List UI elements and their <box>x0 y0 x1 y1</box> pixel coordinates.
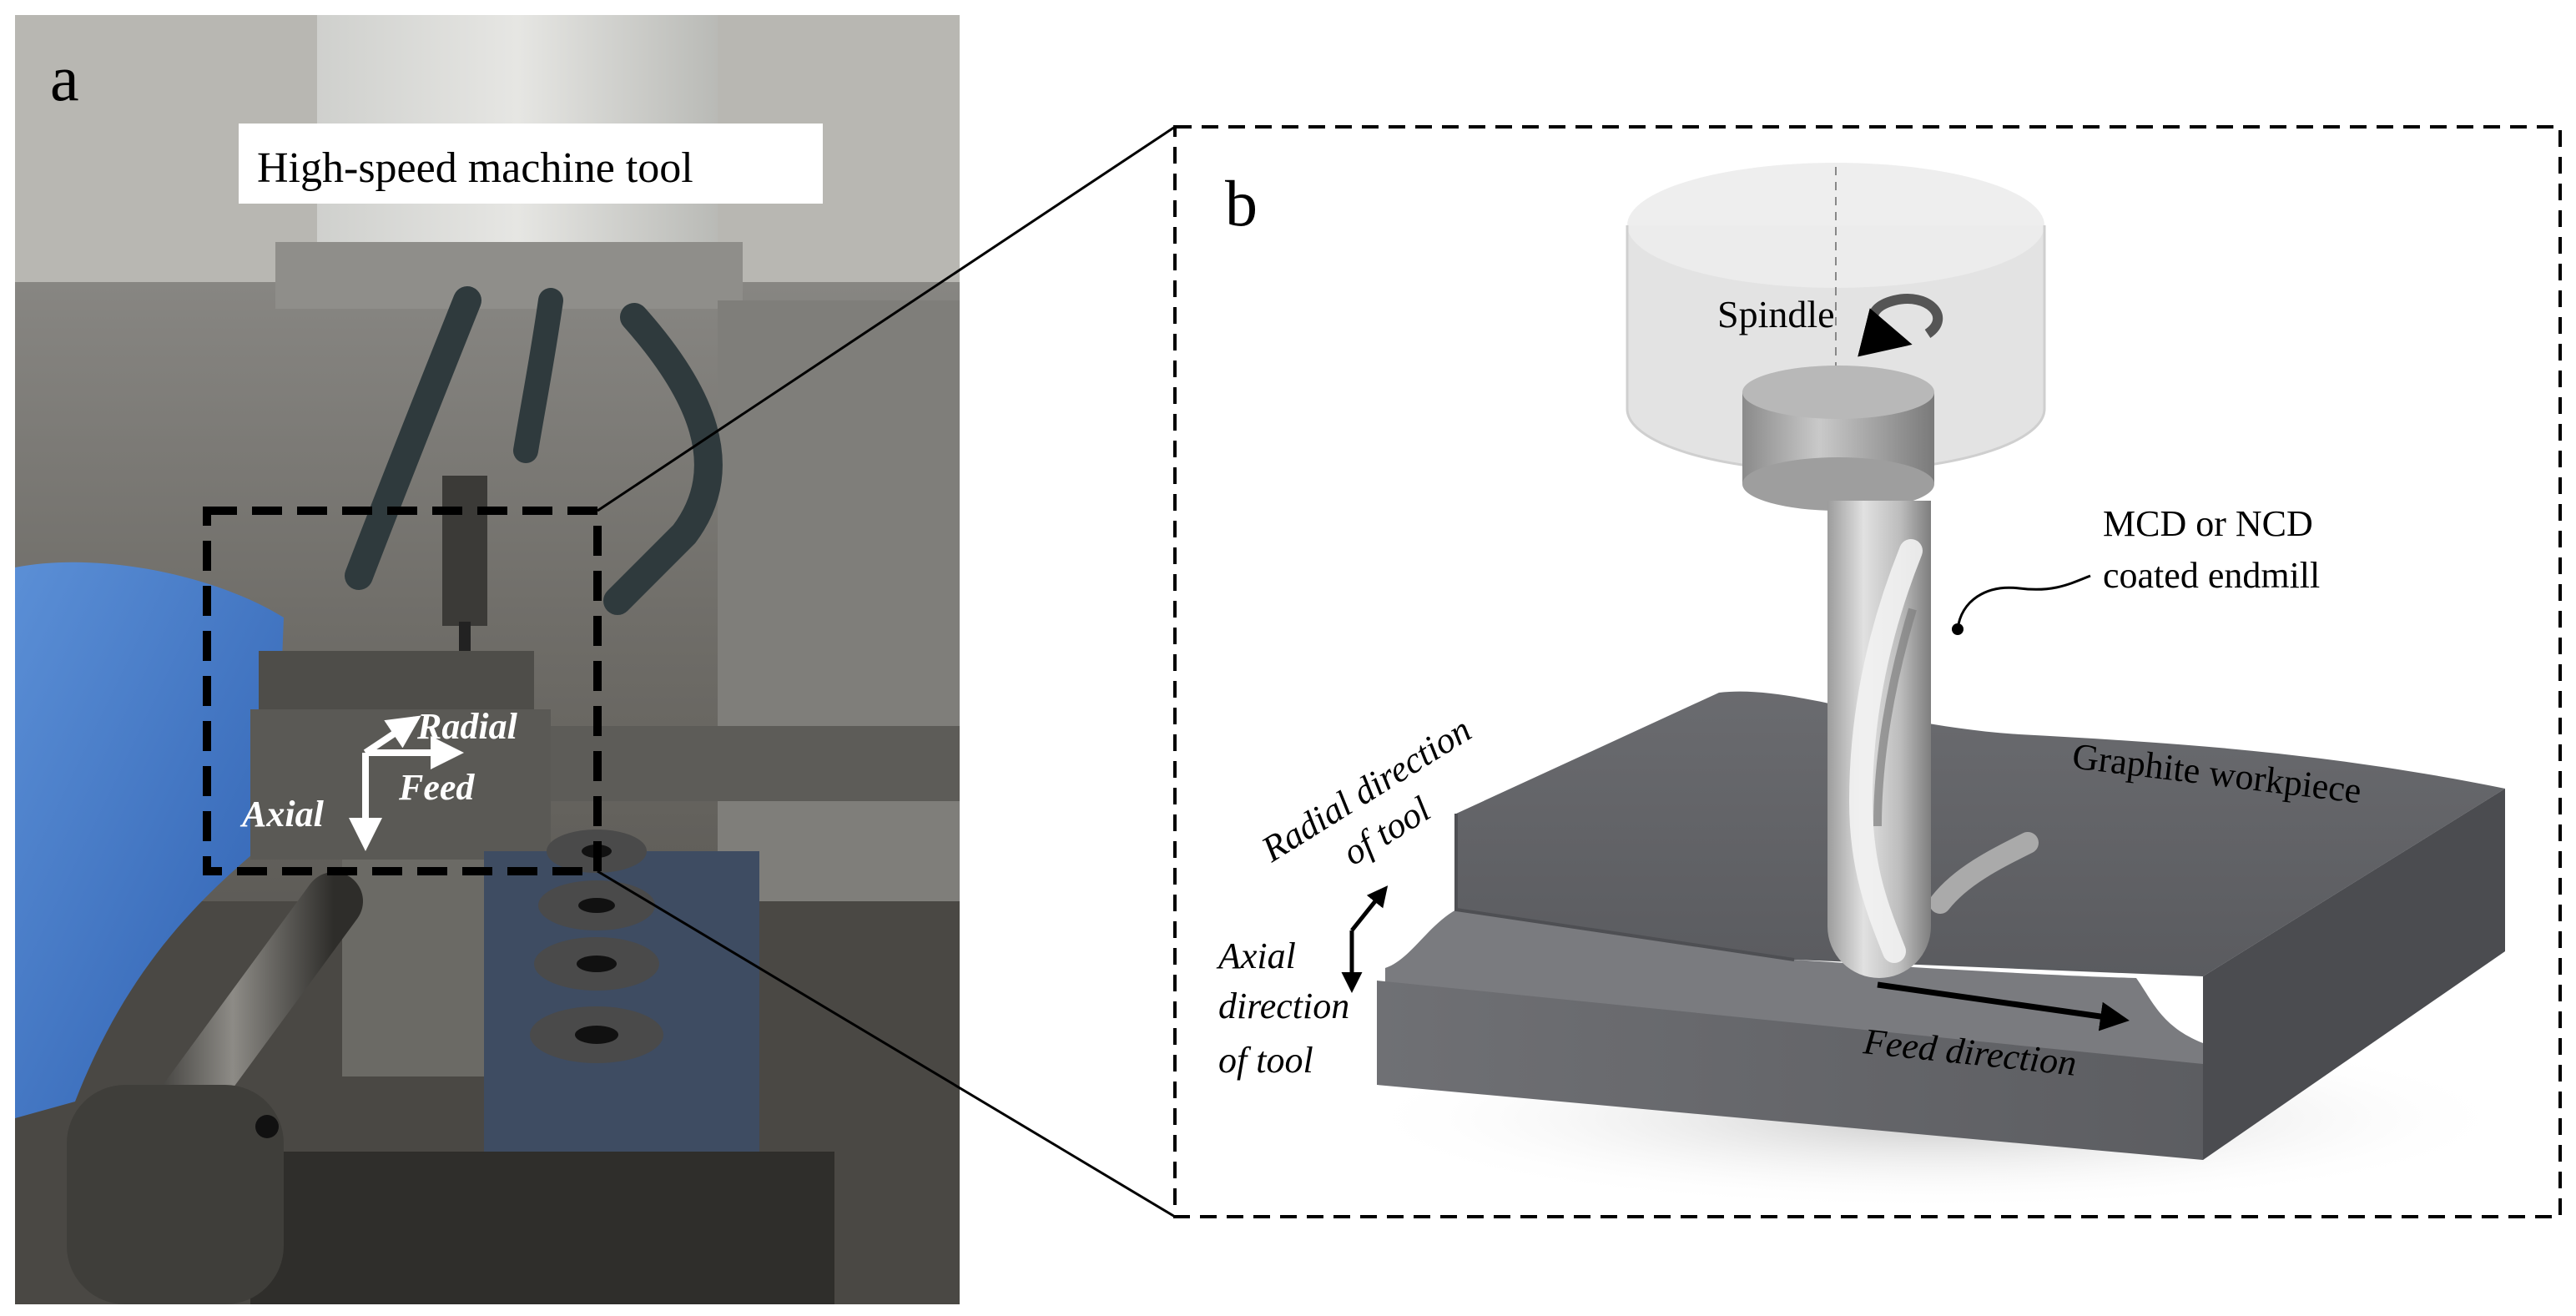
graphite-workpiece <box>1377 691 2505 1160</box>
direction-arrows-a: Radial Feed Axial <box>239 706 518 851</box>
tool-holder-bottom <box>1742 457 1934 511</box>
workpiece-front-face <box>1377 981 2203 1160</box>
chip-curl <box>1929 832 2039 914</box>
radial-arrow <box>363 715 421 756</box>
spindle: Spindle <box>1626 163 2046 517</box>
axial-label: Axial <box>239 794 325 834</box>
panel-a-letter: a <box>50 42 79 114</box>
graphite-sample-hole <box>577 955 617 972</box>
axial-direction-line1: Axial <box>1216 935 1296 976</box>
panel-b: b Spindle <box>1173 125 2562 1218</box>
connector-line-top <box>597 125 1176 512</box>
machine-table <box>250 1152 834 1304</box>
rotation-arrow <box>1858 294 1943 357</box>
tool-leader-line <box>1956 574 2091 630</box>
graphite-sample-hole <box>578 898 615 913</box>
spindle-label: Spindle <box>1717 293 1835 335</box>
graphite-sample-hole <box>575 1026 618 1044</box>
feed-direction-arrow <box>1877 981 2130 1031</box>
feed-label: Feed <box>398 767 475 808</box>
radial-direction-arrow <box>1350 885 1389 932</box>
workpiece-top-face <box>1456 691 2505 976</box>
coolant-hose-left <box>345 286 481 590</box>
workpiece-step-edge <box>1454 814 1795 961</box>
photo-title: High-speed machine tool <box>257 144 693 192</box>
vise-jaw <box>259 651 534 709</box>
workpiece-slot-floor <box>1385 910 2203 1066</box>
coolant-hose-middle <box>513 288 563 463</box>
connector-line-bottom <box>597 870 1176 1218</box>
tool-label-line2: coated endmill <box>2103 555 2320 596</box>
panel-b-letter: b <box>1225 167 1258 240</box>
flute-2 <box>1873 608 1917 827</box>
spindle-head-base <box>275 242 743 309</box>
vise-screw <box>67 872 363 1304</box>
coolant-hose-right <box>603 303 723 615</box>
spindle-cylinder-top <box>1627 163 2044 288</box>
flute-1 <box>1848 539 1923 963</box>
tool-holder-top <box>1742 366 1934 419</box>
radial-label: Radial <box>416 706 518 747</box>
vise-handle-hole <box>255 1115 279 1138</box>
title-box-background <box>239 124 823 204</box>
tool-holder <box>442 476 487 626</box>
blue-cloth <box>15 562 284 1118</box>
tool-label-line1: MCD or NCD <box>2103 503 2313 544</box>
workpiece-right-face <box>2203 789 2505 1160</box>
tool-leader-dot <box>1952 623 1964 635</box>
machine-right-frame <box>718 300 960 901</box>
zoom-region-box <box>203 507 602 875</box>
tool-callout: MCD or NCD coated endmill <box>1952 503 2320 635</box>
panel-a: High-speed machine tool a Radial Feed Ax… <box>15 15 960 1304</box>
endmill <box>1742 366 1934 978</box>
axial-direction-line3: of tool <box>1218 1040 1313 1081</box>
vise-handle <box>67 1085 284 1304</box>
axial-direction-line2: direction <box>1218 986 1349 1026</box>
